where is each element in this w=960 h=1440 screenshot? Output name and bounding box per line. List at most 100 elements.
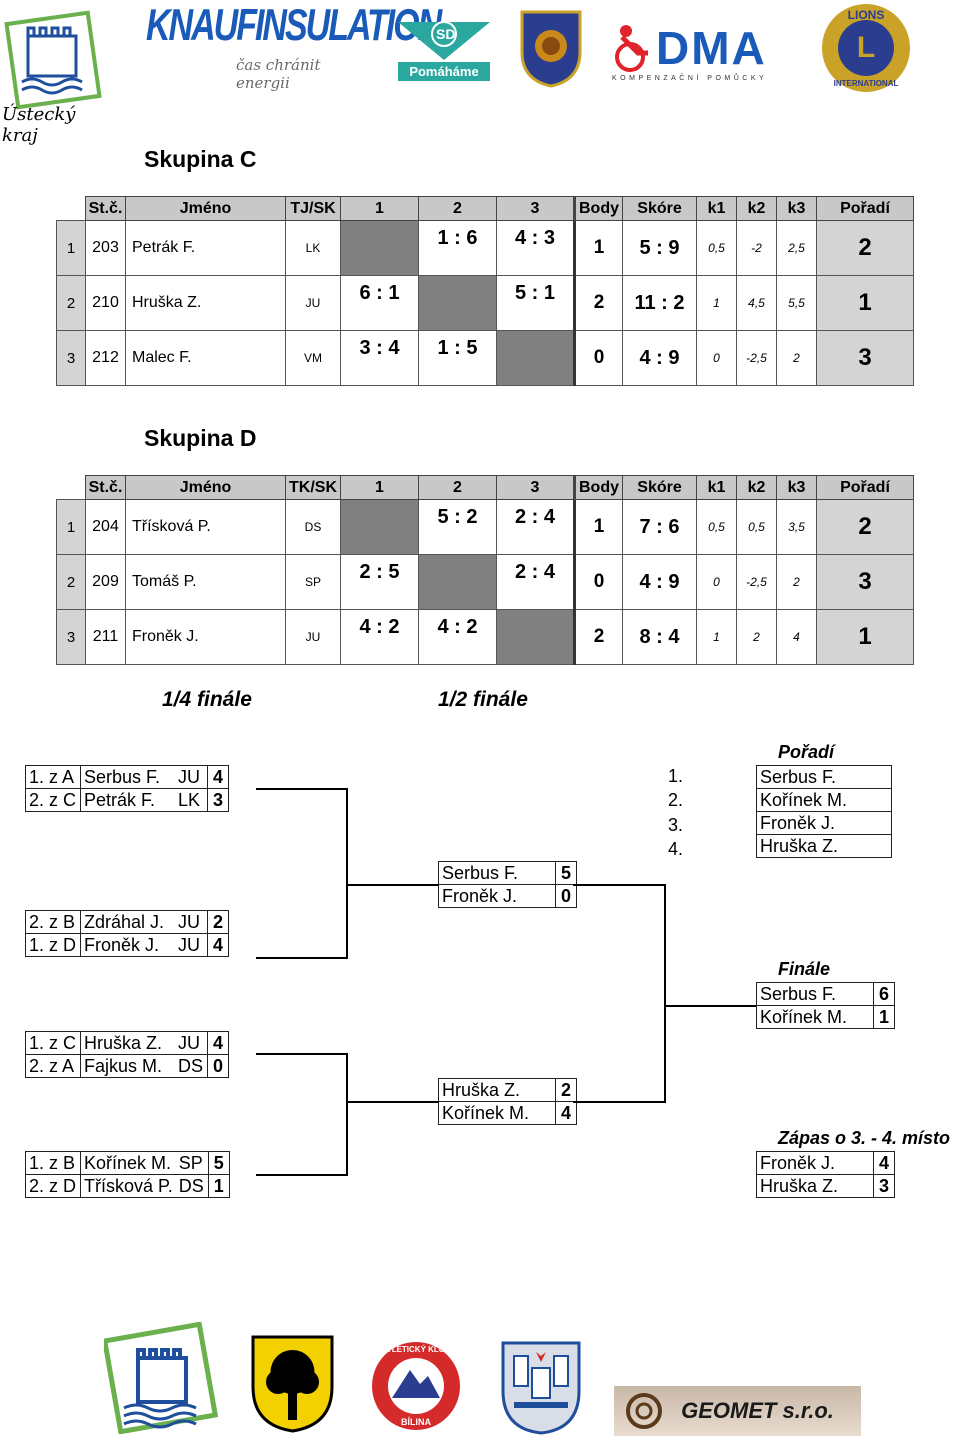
group-d-player-name-cell: Třísková P. <box>125 499 286 555</box>
group-d-club-cell: JU <box>285 609 341 665</box>
group-d-k2-cell: 0,5 <box>736 499 777 555</box>
group-c-header-cell: 1 <box>340 196 419 221</box>
group-d-row-index-cell: 2 <box>56 554 86 610</box>
semifinal-match-entry: Hruška Z.2 <box>438 1078 577 1102</box>
group-c-header-cell: Skóre <box>622 196 697 221</box>
score-cell: 2 <box>555 1078 577 1102</box>
bracket-line <box>664 1005 756 1007</box>
group-c-row-index-cell: 1 <box>56 220 86 276</box>
bracket-line <box>256 1174 348 1176</box>
final-title: Finále <box>778 959 831 979</box>
group-d-match-score-cell <box>496 609 575 665</box>
group-d-header-cell: Jméno <box>125 475 286 500</box>
group-d-score-total-cell: 7 : 6 <box>622 499 697 555</box>
group-c-start-number-cell: 212 <box>85 330 126 386</box>
player-name-cell: Petrák F. <box>80 788 175 812</box>
seed-cell: 2. z D <box>25 1174 81 1198</box>
order-row: Hruška Z. <box>756 834 892 858</box>
bracket-line <box>346 788 348 959</box>
group-c-k3-cell: 2,5 <box>776 220 817 276</box>
group-d-header-cell: k1 <box>696 475 737 500</box>
order-row: Froněk J. <box>756 811 892 835</box>
lions-mid: L <box>856 31 876 64</box>
group-d-club-cell: DS <box>285 499 341 555</box>
wheelchair-icon <box>615 24 648 72</box>
player-name-cell: Kořínek M. <box>438 1101 556 1125</box>
order-name-cell: Serbus F. <box>756 765 892 789</box>
group-d-match-score-cell: 2 : 5 <box>340 554 419 610</box>
score-cell: 0 <box>207 1054 229 1078</box>
group-d-score-total-cell: 8 : 4 <box>622 609 697 665</box>
group-c-club-cell: LK <box>285 220 341 276</box>
group-c-header-cell: k2 <box>736 196 777 221</box>
order-position: 1. <box>668 766 684 786</box>
group-c-rank-cell: 1 <box>816 275 914 331</box>
group-c-k3-cell: 5,5 <box>776 275 817 331</box>
score-cell: 5 <box>555 861 577 885</box>
group-c-score-total-cell: 11 : 2 <box>622 275 697 331</box>
group-c-header-cell: Jméno <box>125 196 286 221</box>
semifinal-title: 1/2 finále <box>438 688 528 711</box>
group-d-header-blank <box>56 475 86 500</box>
player-name-cell: Hruška Z. <box>756 1174 874 1198</box>
group-d-row-index-cell: 3 <box>56 609 86 665</box>
third-place-match-entry: Froněk J.4 <box>756 1151 895 1175</box>
group-d-header-cell: 3 <box>496 475 575 500</box>
group-d-match-score-cell <box>418 554 497 610</box>
group-c-match-score-cell: 5 : 1 <box>496 275 575 331</box>
group-d-header-cell: Skóre <box>622 475 697 500</box>
group-d-k1-cell: 0 <box>696 554 737 610</box>
bracket-line <box>573 884 665 886</box>
ustecky-kraj-text: Ústecký kraj <box>2 104 76 146</box>
group-d-player-name-cell: Froněk J. <box>125 609 286 665</box>
score-cell: 2 <box>207 910 229 934</box>
third-place-match-entry: Hruška Z.3 <box>756 1174 895 1198</box>
semifinal-match-entry: Kořínek M.4 <box>438 1101 577 1125</box>
score-cell: 4 <box>873 1151 895 1175</box>
score-cell: 6 <box>873 982 895 1006</box>
group-d-header-cell: 2 <box>418 475 497 500</box>
group-d-rank-cell: 1 <box>816 609 914 665</box>
bracket-line <box>346 1101 439 1103</box>
group-d-header-cell: k3 <box>776 475 817 500</box>
seed-cell: 1. z D <box>25 933 81 957</box>
player-name-cell: Třísková P. <box>79 1174 176 1198</box>
group-d-k1-cell: 1 <box>696 609 737 665</box>
group-d-club-cell: SP <box>285 554 341 610</box>
group-d-start-number-cell: 209 <box>85 554 126 610</box>
group-d-header-cell: Pořadí <box>816 475 914 500</box>
player-name-cell: Serbus F. <box>80 765 175 789</box>
group-d-k3-cell: 2 <box>776 554 817 610</box>
final-order-table: Serbus F.Kořínek M.Froněk J.Hruška Z. <box>756 765 892 858</box>
semifinal-match-entry: Froněk J.0 <box>438 884 577 908</box>
group-c-rank-cell: 2 <box>816 220 914 276</box>
score-cell: 3 <box>207 788 229 812</box>
group-d-header-cell: St.č. <box>85 475 126 500</box>
group-d-points-cell: 2 <box>573 609 623 665</box>
group-c-k2-cell: 4,5 <box>736 275 777 331</box>
final-match-entry: Kořínek M.1 <box>756 1005 895 1029</box>
group-d-start-number-cell: 204 <box>85 499 126 555</box>
seed-cell: 1. z A <box>25 765 81 789</box>
group-c-title: Skupina C <box>144 146 257 172</box>
lions-bottom: INTERNATIONAL <box>833 79 899 88</box>
group-d-match-score-cell: 2 : 4 <box>496 554 575 610</box>
club-cell: DS <box>175 1054 208 1078</box>
player-name-cell: Serbus F. <box>438 861 556 885</box>
dma-logo: DMA KOMPENZAČNÍ POMŮCKY <box>608 14 793 88</box>
club-cell: LK <box>175 788 208 812</box>
group-d-header-cell: Body <box>573 475 623 500</box>
player-name-cell: Kořínek M. <box>756 1005 874 1029</box>
knauf-text: KNAUFINSULATION <box>146 0 442 51</box>
order-position: 3. <box>668 814 684 835</box>
group-c-score-total-cell: 5 : 9 <box>622 220 697 276</box>
group-d-row-index-cell: 1 <box>56 499 86 555</box>
order-name-cell: Kořínek M. <box>756 788 892 812</box>
